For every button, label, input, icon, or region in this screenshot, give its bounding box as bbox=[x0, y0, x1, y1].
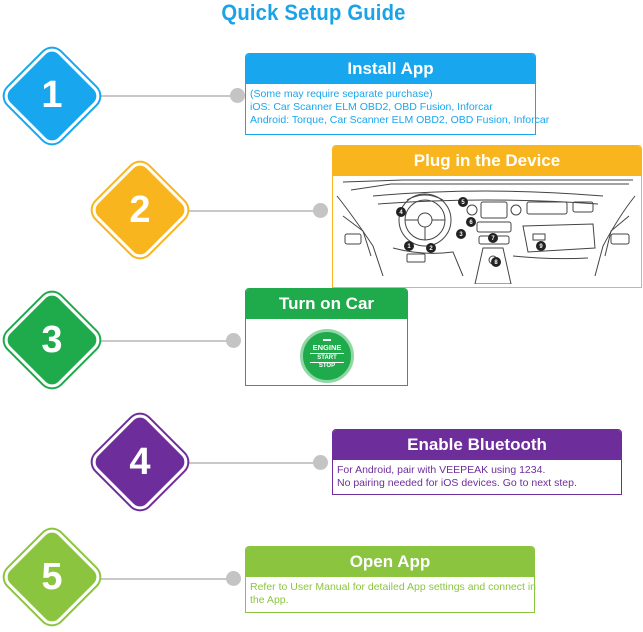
connector-dot bbox=[313, 455, 328, 470]
step-5-line: the App. bbox=[250, 594, 289, 606]
step-1-heading: Install App bbox=[246, 54, 535, 84]
svg-text:9: 9 bbox=[539, 244, 543, 250]
stop-label: STOP bbox=[310, 362, 344, 370]
svg-text:7: 7 bbox=[491, 236, 495, 242]
svg-text:1: 1 bbox=[407, 244, 411, 250]
svg-text:6: 6 bbox=[469, 220, 473, 226]
engine-label: ENGINE bbox=[312, 343, 342, 352]
svg-text:4: 4 bbox=[399, 210, 403, 216]
step-2-card: Plug in the Device bbox=[332, 145, 642, 288]
connector-dot bbox=[226, 571, 241, 586]
connector-line bbox=[100, 95, 240, 97]
step-1-body: (Some may require separate purchase) iOS… bbox=[246, 84, 550, 127]
minus-icon bbox=[323, 339, 331, 341]
svg-text:5: 5 bbox=[461, 200, 465, 206]
page-title: Quick Setup Guide bbox=[221, 0, 406, 25]
step-1-line: (Some may require separate purchase) bbox=[250, 88, 433, 100]
step-1-line: Android: Torque, Car Scanner ELM OBD2, O… bbox=[250, 114, 550, 126]
step-1-line: iOS: Car Scanner ELM OBD2, OBD Fusion, I… bbox=[250, 101, 493, 113]
svg-text:3: 3 bbox=[459, 232, 463, 238]
connector-line bbox=[185, 210, 325, 212]
step-4-body: For Android, pair with VEEPEAK using 123… bbox=[333, 460, 621, 490]
step-5-number: 5 bbox=[41, 556, 63, 598]
connector-dot bbox=[230, 88, 245, 103]
engine-start-stop-button: ENGINE START STOP bbox=[300, 329, 354, 383]
step-5-card: Open App Refer to User Manual for detail… bbox=[245, 546, 537, 613]
step-5-line: Refer to User Manual for detailed App se… bbox=[250, 581, 537, 593]
step-3-number: 3 bbox=[41, 319, 63, 361]
step-1-card: Install App (Some may require separate p… bbox=[245, 53, 550, 135]
start-label: START bbox=[310, 353, 344, 362]
car-dashboard-illustration: 4 2 1 5 6 3 7 8 9 bbox=[336, 179, 636, 284]
step-2-number: 2 bbox=[129, 189, 151, 231]
connector-dot bbox=[226, 333, 241, 348]
svg-text:2: 2 bbox=[429, 246, 433, 252]
step-2-heading: Plug in the Device bbox=[333, 146, 641, 176]
step-3-card: Turn on Car ENGINE START STOP bbox=[245, 288, 408, 386]
step-4-line: For Android, pair with VEEPEAK using 123… bbox=[337, 464, 546, 476]
connector-line bbox=[185, 462, 320, 464]
connector-line bbox=[100, 340, 240, 342]
step-3-heading: Turn on Car bbox=[246, 289, 407, 319]
step-4-heading: Enable Bluetooth bbox=[333, 430, 621, 460]
step-5-body: Refer to User Manual for detailed App se… bbox=[246, 577, 537, 607]
step-1-number: 1 bbox=[41, 74, 63, 116]
connector-line bbox=[100, 578, 240, 580]
step-4-line: No pairing needed for iOS devices. Go to… bbox=[337, 477, 577, 489]
connector-dot bbox=[313, 203, 328, 218]
step-4-number: 4 bbox=[129, 441, 151, 483]
step-5-heading: Open App bbox=[246, 547, 534, 577]
step-4-card: Enable Bluetooth For Android, pair with … bbox=[332, 429, 622, 495]
svg-text:8: 8 bbox=[494, 260, 498, 266]
